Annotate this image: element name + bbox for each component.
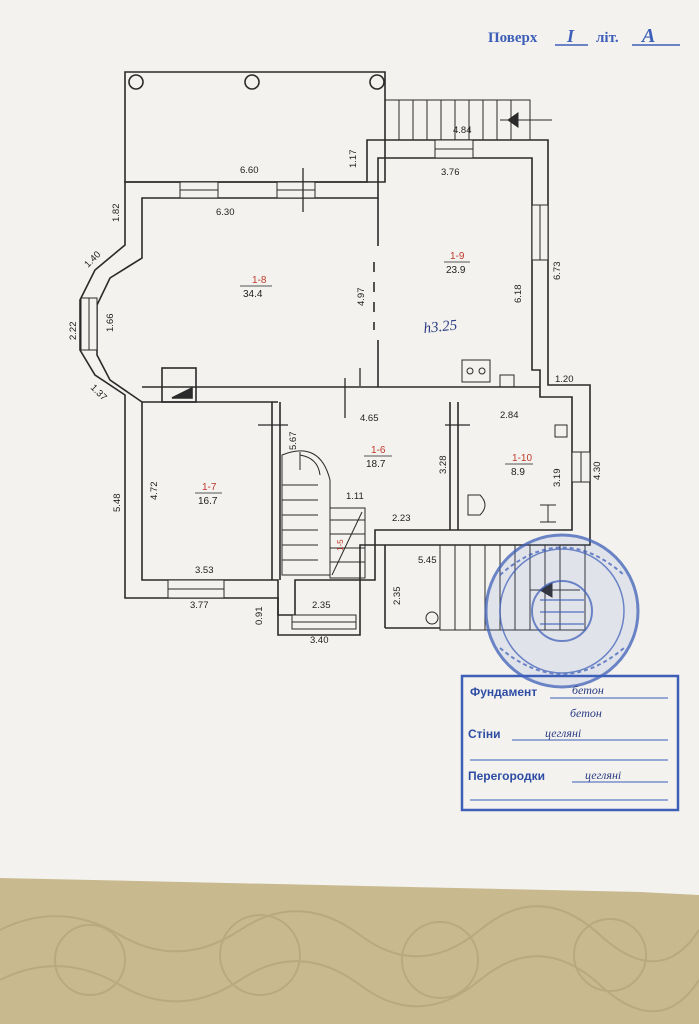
column-icon [244, 74, 260, 90]
svg-text:1-6: 1-6 [371, 445, 386, 456]
dimension-label: 4.97 [356, 288, 367, 307]
dimension-label: 1.20 [555, 374, 574, 385]
room-7: 1-7 16.7 [195, 482, 222, 507]
stove-icon [461, 359, 491, 383]
floor-header: Поверх I літ. А [488, 25, 680, 47]
dimension-label: 4.30 [592, 462, 603, 481]
dimension-label: 1.17 [348, 150, 359, 169]
room-labels: 1-8 34.4 1-9 23.9 1-7 16.7 1-6 18.7 1-10… [195, 251, 533, 551]
dimension-label: 4.65 [360, 413, 379, 424]
dimensions: 6.60 1.17 4.84 3.76 6.30 1.82 1.40 2.22 … [68, 125, 603, 646]
dimension-label: 1.66 [105, 314, 116, 333]
svg-text:1-5: 1-5 [336, 539, 345, 551]
room-6: 1-6 18.7 [364, 445, 392, 470]
dimension-label: 3.28 [438, 456, 449, 475]
dimension-label: 0.91 [254, 607, 265, 626]
column-icon [369, 74, 385, 90]
svg-text:1-7: 1-7 [202, 482, 217, 493]
floor-value: I [566, 26, 575, 46]
fixtures [425, 359, 568, 625]
foundation-value: бетон [572, 683, 604, 697]
stairs-interior [281, 450, 366, 579]
dimension-label: 3.77 [190, 600, 209, 611]
svg-text:18.7: 18.7 [366, 459, 386, 470]
carpet-background [0, 880, 699, 1024]
fireplace [161, 367, 197, 403]
foundation-note: бетон [570, 706, 602, 720]
partitions-label: Перегородки [468, 769, 545, 783]
door-marks [258, 168, 470, 426]
dimension-label: 6.30 [216, 207, 235, 218]
official-stamp [484, 533, 640, 689]
room-10: 1-10 8.9 [505, 453, 533, 478]
dimension-label: 3.19 [552, 469, 563, 488]
dimension-label: 3.53 [195, 565, 214, 576]
dimension-label: 5.45 [418, 555, 437, 566]
dimension-label: 4.72 [149, 482, 160, 501]
stairs-top [384, 99, 552, 141]
partitions-value: цегляні [585, 768, 621, 782]
letter-value: А [640, 25, 655, 47]
walls-label: Стіни [468, 727, 501, 741]
sink-icon [499, 374, 515, 388]
dimension-label: 3.76 [441, 167, 460, 178]
svg-text:34.4: 34.4 [243, 289, 263, 300]
room-5: 1-5 [336, 539, 345, 551]
dimension-label: 1.82 [111, 204, 122, 223]
foundation-label: Фундамент [470, 685, 537, 699]
room-8: 1-8 34.4 [240, 275, 272, 300]
dimension-label: 2.23 [392, 513, 411, 524]
outer-wall [79, 139, 591, 636]
dimension-label: 5.48 [112, 494, 123, 513]
letter-label: літ. [596, 30, 619, 46]
walls-value: цегляні [545, 726, 581, 740]
dimension-label: 2.22 [68, 322, 79, 341]
windows [80, 139, 591, 630]
dimension-label: 6.18 [513, 285, 524, 304]
paper [0, 0, 699, 895]
fireplace-core [171, 386, 193, 399]
shower-icon [540, 504, 556, 523]
svg-text:23.9: 23.9 [446, 265, 466, 276]
svg-text:1-9: 1-9 [450, 251, 465, 262]
dimension-label: 5.67 [288, 432, 299, 451]
svg-text:1-10: 1-10 [512, 453, 532, 464]
svg-text:1-8: 1-8 [252, 275, 267, 286]
dimension-label: 2.35 [312, 600, 331, 611]
dimension-label: 1.11 [346, 491, 364, 502]
stairs-bottom [439, 544, 586, 631]
dimension-label: 6.73 [552, 262, 563, 281]
dimension-label: 6.60 [240, 165, 259, 176]
dimension-label: 2.35 [392, 587, 403, 606]
dimension-label: 4.84 [453, 125, 472, 136]
dimension-label: 2.84 [500, 410, 519, 421]
svg-text:16.7: 16.7 [198, 496, 218, 507]
toilet-icon [467, 494, 486, 516]
carpet-pattern [0, 905, 699, 1013]
dimension-label: 3.40 [310, 635, 329, 646]
column-icon [128, 74, 144, 90]
height-note: h3.25 [423, 317, 459, 336]
boiler-icon [554, 424, 568, 438]
svg-text:8.9: 8.9 [511, 467, 525, 478]
room-9: 1-9 23.9 [444, 251, 470, 276]
materials-legend: Фундамент бетон бетон Стіни цегляні Пере… [460, 674, 680, 812]
drain-icon [425, 611, 439, 625]
floor-label: Поверх [488, 30, 538, 46]
